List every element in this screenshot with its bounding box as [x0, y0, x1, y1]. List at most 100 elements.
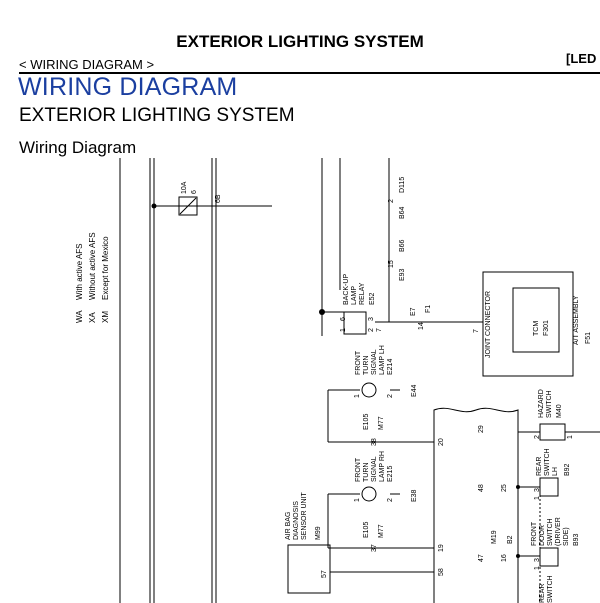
pin-label: 2 [388, 199, 395, 203]
connector-code: E105 [363, 414, 370, 430]
lamp-label: FRONT [355, 457, 362, 482]
switch-label: REAR [539, 584, 546, 603]
tcm-connector: F301 [543, 320, 550, 336]
rear-switch-label: SWITCH [544, 448, 551, 476]
junction-dot [319, 309, 325, 315]
legend-text: With active AFS [75, 244, 84, 300]
connector-code: M19 [491, 530, 498, 544]
breadcrumb[interactable]: < WIRING DIAGRAM > [19, 57, 155, 72]
lamp-connector: E214 [387, 359, 394, 375]
pin-label: 3 [534, 558, 541, 562]
pin-label: 48 [478, 484, 485, 492]
connector-code: E44 [411, 384, 418, 397]
pin-label: 38 [371, 438, 378, 446]
joint-connector-box [482, 271, 574, 377]
pin-label: 58 [438, 568, 445, 576]
at-connector: F51 [585, 332, 592, 344]
legend-text: Except for Mexico [101, 236, 110, 300]
junction-dot [151, 203, 157, 209]
connector-code: E38 [411, 489, 418, 502]
door-switch-label: SIDE) [563, 527, 570, 546]
section-subtitle: EXTERIOR LIGHTING SYSTEM [19, 105, 295, 126]
pin-label: 2 [387, 498, 394, 502]
relay-box [343, 311, 367, 335]
connector-code: B66 [399, 239, 406, 252]
at-assembly-label: A/T ASSEMBLY [573, 295, 580, 345]
pin-label: 6 [340, 317, 347, 321]
junction-dot [516, 485, 520, 489]
lamp-label: TURN [363, 463, 370, 482]
pin-label: 1 [534, 566, 541, 570]
pin-label: 47 [478, 554, 485, 562]
document-title: EXTERIOR LIGHTING SYSTEM [176, 32, 424, 51]
rear-switch-box [539, 477, 559, 497]
lamp-label: SIGNAL [371, 349, 378, 375]
rear-switch-label: LH [552, 467, 559, 476]
airbag-label: DIAGNOSIS [293, 501, 300, 540]
airbag-unit-box [287, 544, 331, 594]
door-switch-connector: B93 [573, 533, 580, 546]
pin-label: 7 [376, 328, 383, 332]
pin-label: 19 [438, 544, 445, 552]
fuse-pin: 6B [215, 194, 222, 203]
connector-code: E93 [399, 268, 406, 281]
pin-label: 7 [473, 329, 480, 333]
lamp-connector: E215 [387, 466, 394, 482]
pin-label: 15 [388, 260, 395, 268]
legend-text: Without active AFS [88, 232, 97, 300]
pin-label: 16 [501, 554, 508, 562]
connector-code: D115 [399, 177, 406, 193]
lamp-rh-icon [361, 486, 377, 502]
connector-code: F1 [425, 305, 432, 313]
pin-label: 2 [534, 435, 541, 439]
connector-code: B64 [399, 206, 406, 219]
connector-code: E7 [410, 307, 417, 316]
relay-connector: E52 [369, 292, 376, 305]
door-switch-label: SWITCH [547, 518, 554, 546]
fuse-icon [179, 197, 197, 215]
pin-label: 25 [501, 484, 508, 492]
legend-code: WA [75, 310, 84, 323]
pin-label: 20 [438, 438, 445, 446]
airbag-connector: M99 [315, 526, 322, 540]
airbag-label: AIR BAG [285, 512, 292, 540]
pin-label: 2 [368, 328, 375, 332]
front-door-switch-box [539, 547, 559, 567]
door-switch-label: FRONT [531, 521, 538, 546]
lamp-lh-icon [361, 382, 377, 398]
door-switch-label: DOOR [539, 525, 546, 546]
rear-switch-connector: B92 [564, 463, 571, 476]
pin-label: 1 [567, 435, 574, 439]
pin-label: 1 [534, 496, 541, 500]
pin-label: 3 [534, 488, 541, 492]
pin-label: 2 [387, 394, 394, 398]
pin-label: 29 [478, 425, 485, 433]
legend-code: XM [101, 311, 110, 323]
connector-code: M77 [378, 524, 385, 538]
relay-label: RELAY [359, 282, 366, 305]
bcm-box [433, 407, 519, 603]
joint-connector-label: JOINT CONNECTOR [485, 291, 492, 358]
lamp-label: FRONT [355, 350, 362, 375]
wiring-schematic: WA With active AFS XA Without active AFS… [75, 158, 600, 603]
lamp-label: SIGNAL [371, 456, 378, 482]
header-rule [19, 72, 600, 74]
lamp-label: LAMP RH [379, 451, 386, 482]
pin-label: 3 [368, 317, 375, 321]
relay-label: LAMP [351, 286, 358, 305]
hazard-connector: M40 [556, 404, 563, 418]
hazard-switch-box [539, 423, 566, 441]
lamp-label: TURN [363, 356, 370, 375]
diagram-heading: Wiring Diagram [19, 138, 137, 157]
pin-label: 1 [340, 328, 347, 332]
door-switch-label: (DRIVER [555, 517, 562, 546]
pin-label: 1 [354, 498, 361, 502]
pin-label: 1 [354, 394, 361, 398]
fuse-icon [178, 196, 198, 216]
airbag-label: SENSOR UNIT [301, 491, 308, 540]
pin-label: 57 [321, 570, 328, 578]
pin-label: 37 [371, 544, 378, 552]
lamp-label: LAMP LH [379, 345, 386, 375]
hazard-label: SWITCH [546, 390, 553, 418]
fuse-num: 6 [191, 190, 198, 194]
